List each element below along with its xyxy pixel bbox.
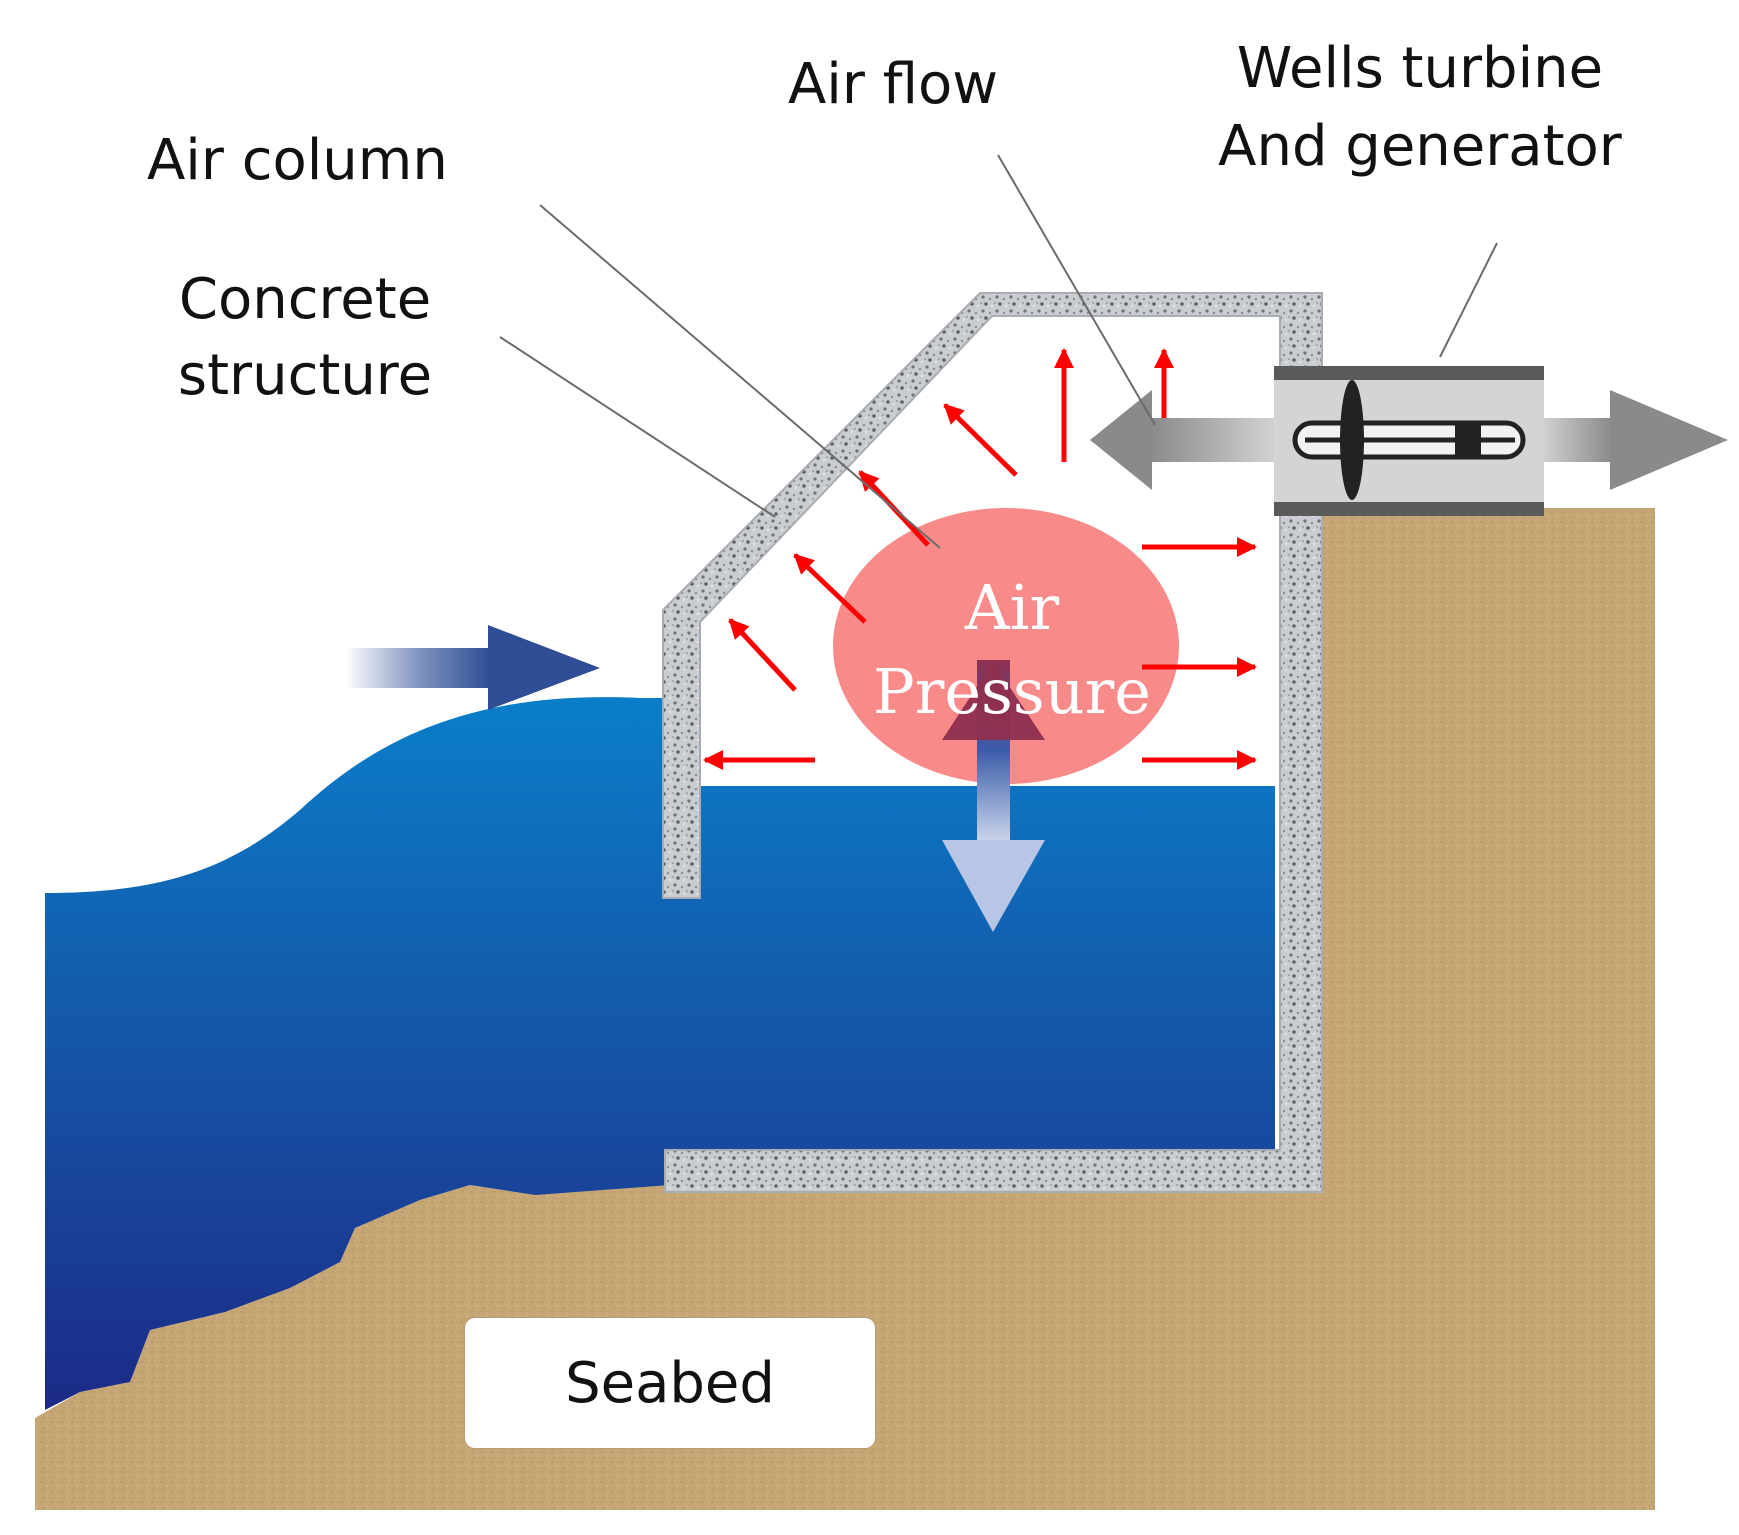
pressure-arrows (703, 348, 1257, 770)
concrete-structure-label: Concrete structure (160, 262, 450, 414)
pressure-arrow (943, 403, 1018, 477)
concrete-structure-label-line1: Concrete (178, 267, 432, 332)
incoming-wave-arrow (345, 625, 600, 710)
wells-turbine-label-line2: And generator (1218, 114, 1622, 179)
pressure-arrow (728, 618, 797, 692)
wells-turbine-label-line1: Wells turbine (1236, 36, 1604, 101)
air-pressure-label-line2: Pressure (873, 655, 1151, 728)
concrete-structure (662, 292, 1323, 1193)
air-flow-label: Air flow (788, 52, 999, 117)
air-pressure-label: Air Pressure (832, 566, 1192, 734)
air-pressure-bubble (833, 508, 1179, 784)
oscillation-arrow (942, 660, 1045, 932)
concrete-structure-label-line2: structure (177, 343, 433, 408)
air-pressure-label-line1: Air (964, 571, 1060, 644)
pressure-arrow (793, 553, 867, 624)
seabed-label-box: Seabed (465, 1318, 875, 1448)
airflow-arrows (1090, 390, 1728, 490)
seabed-label: Seabed (565, 1350, 775, 1416)
air-column-label: Air column (147, 128, 448, 193)
wells-turbine-generator (1274, 366, 1544, 516)
wells-turbine-label: Wells turbine And generator (1190, 30, 1650, 186)
seabed-sand (35, 508, 1655, 1510)
leader-lines (499, 154, 1498, 549)
